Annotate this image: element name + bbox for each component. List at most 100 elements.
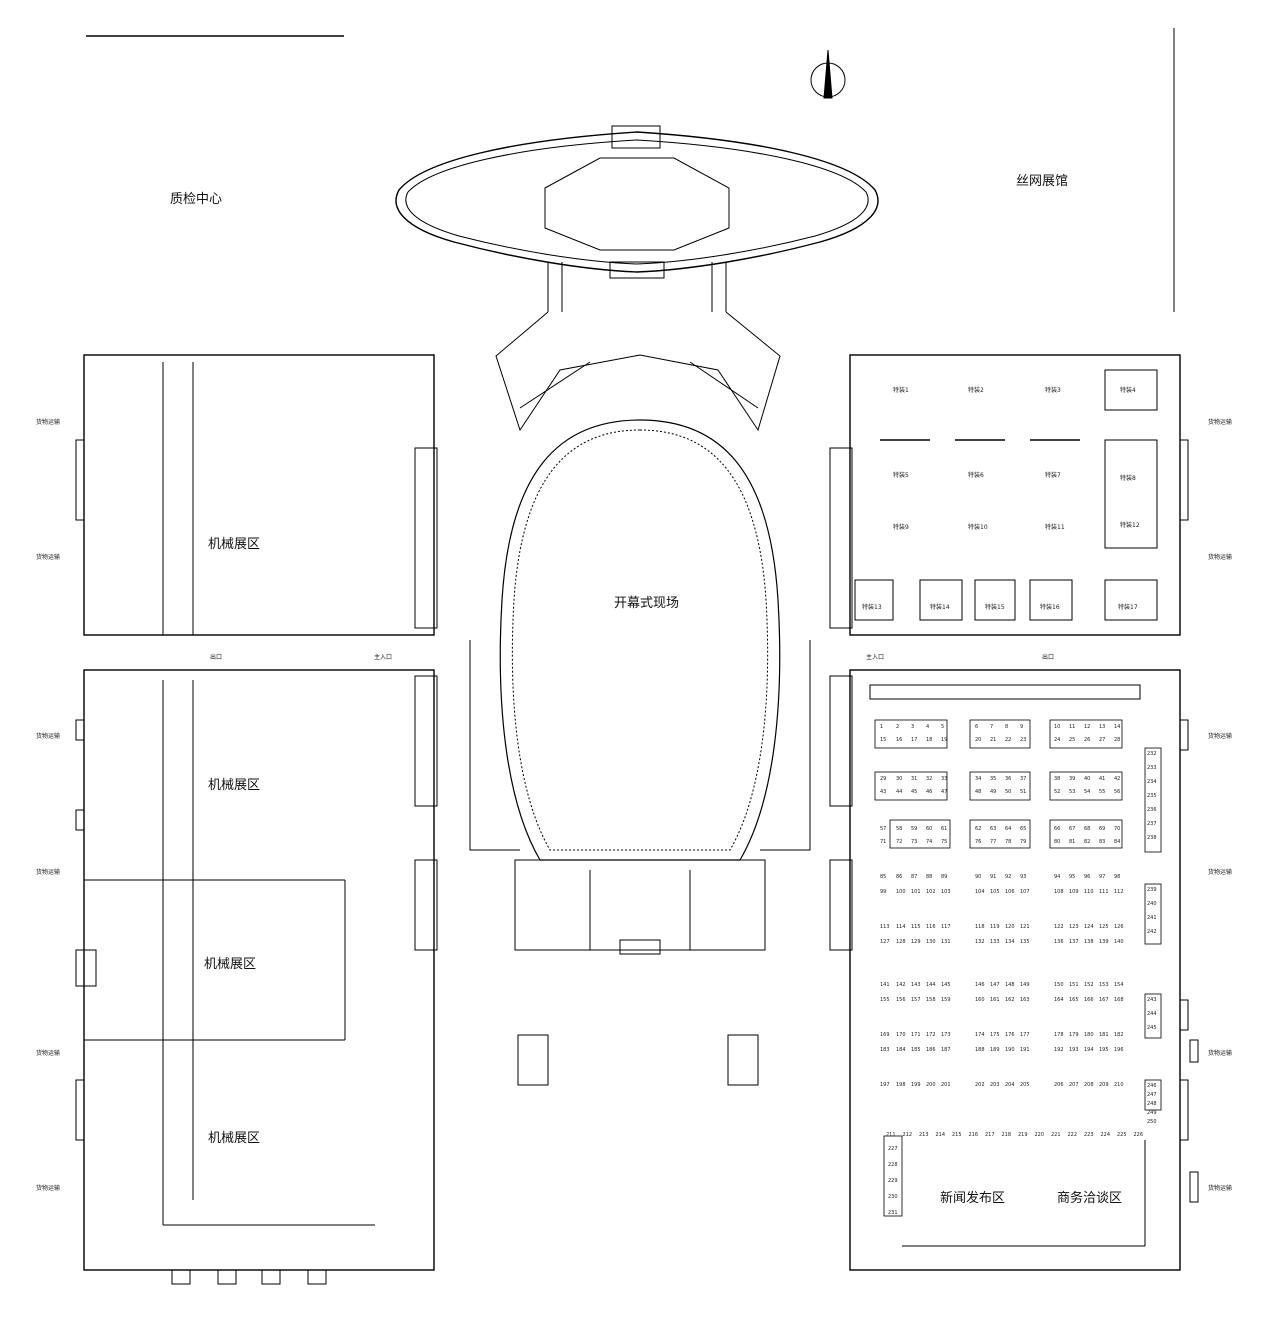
- booth-233: 233: [1147, 765, 1157, 771]
- booth-209: 209: [1099, 1082, 1109, 1088]
- booth-176: 176: [1005, 1032, 1015, 1038]
- booth-192: 192: [1054, 1047, 1064, 1053]
- booth-185: 185: [911, 1047, 921, 1053]
- booth-164: 164: [1054, 997, 1064, 1003]
- booth-182: 182: [1114, 1032, 1124, 1038]
- booth-230: 230: [888, 1194, 898, 1200]
- booth-73: 73: [911, 839, 918, 845]
- booth-221: 221: [1051, 1132, 1061, 1138]
- booth-138: 138: [1084, 939, 1094, 945]
- booth-79: 79: [1020, 839, 1027, 845]
- booth-72: 72: [896, 839, 903, 845]
- special-booth-4: 特装4: [1120, 387, 1136, 394]
- booth-18: 18: [926, 737, 933, 743]
- label-cargo-left-5: 货物运输: [36, 1050, 61, 1057]
- booth-47: 47: [941, 789, 948, 795]
- booth-44: 44: [896, 789, 903, 795]
- booth-24: 24: [1054, 737, 1061, 743]
- booth-15: 15: [880, 737, 887, 743]
- booth-113: 113: [880, 924, 890, 930]
- special-booth-17: 特装17: [1118, 604, 1138, 611]
- booth-198: 198: [896, 1082, 906, 1088]
- booth-121: 121: [1020, 924, 1030, 930]
- special-booth-3: 特装3: [1045, 387, 1061, 394]
- booth-137: 137: [1069, 939, 1079, 945]
- booth-142: 142: [896, 982, 906, 988]
- booth-223: 223: [1084, 1132, 1094, 1138]
- booth-6: 6: [975, 724, 979, 730]
- booth-114: 114: [896, 924, 906, 930]
- label-machinery-3: 机械展区: [204, 957, 257, 972]
- booth-131: 131: [941, 939, 951, 945]
- booth-123: 123: [1069, 924, 1079, 930]
- booth-41: 41: [1099, 776, 1106, 782]
- booth-39: 39: [1069, 776, 1076, 782]
- booth-155: 155: [880, 997, 890, 1003]
- booth-36: 36: [1005, 776, 1012, 782]
- label-press-area: 新闻发布区: [940, 1191, 1006, 1206]
- booth-220: 220: [1034, 1132, 1045, 1138]
- booth-128: 128: [896, 939, 906, 945]
- booth-222: 222: [1067, 1132, 1078, 1138]
- booth-213: 213: [919, 1132, 929, 1138]
- booth-83: 83: [1099, 839, 1106, 845]
- booth-217: 217: [985, 1132, 995, 1138]
- booth-141: 141: [880, 982, 890, 988]
- booth-76: 76: [975, 839, 982, 845]
- booth-64: 64: [1005, 826, 1012, 832]
- special-booth-7: 特装7: [1045, 472, 1061, 479]
- booth-14: 14: [1114, 724, 1121, 730]
- booth-25: 25: [1069, 737, 1076, 743]
- booth-134: 134: [1005, 939, 1015, 945]
- booth-243: 243: [1147, 997, 1157, 1003]
- booth-118: 118: [975, 924, 985, 930]
- booth-30: 30: [896, 776, 903, 782]
- booth-194: 194: [1084, 1047, 1094, 1053]
- booth-52: 52: [1054, 789, 1061, 795]
- booth-144: 144: [926, 982, 936, 988]
- booth-101: 101: [911, 889, 921, 895]
- special-booth-14: 特装14: [930, 604, 950, 611]
- booth-7: 7: [990, 724, 994, 730]
- booth-163: 163: [1020, 997, 1030, 1003]
- booth-178: 178: [1054, 1032, 1064, 1038]
- booth-75: 75: [941, 839, 948, 845]
- booth-59: 59: [911, 826, 918, 832]
- booth-92: 92: [1005, 874, 1012, 880]
- special-booth-9: 特装9: [893, 524, 909, 531]
- booth-133: 133: [990, 939, 1000, 945]
- booth-80: 80: [1054, 839, 1061, 845]
- label-entry-left: 主入口: [374, 654, 393, 661]
- booth-122: 122: [1054, 924, 1064, 930]
- booth-38: 38: [1054, 776, 1061, 782]
- booth-167: 167: [1099, 997, 1109, 1003]
- booth-240: 240: [1147, 901, 1157, 907]
- booth-68: 68: [1084, 826, 1091, 832]
- booth-19: 19: [941, 737, 948, 743]
- booth-234: 234: [1147, 779, 1157, 785]
- booth-107: 107: [1020, 889, 1030, 895]
- booth-247: 247: [1147, 1092, 1157, 1098]
- booth-171: 171: [911, 1032, 921, 1038]
- booth-196: 196: [1114, 1047, 1124, 1053]
- label-quality-center: 质检中心: [170, 192, 223, 207]
- booth-84: 84: [1114, 839, 1121, 845]
- booth-20: 20: [975, 737, 982, 743]
- booth-71: 71: [880, 839, 887, 845]
- label-exit-left: 出口: [210, 654, 223, 661]
- booth-157: 157: [911, 997, 921, 1003]
- booth-239: 239: [1147, 887, 1157, 893]
- booth-224: 224: [1100, 1132, 1111, 1138]
- booth-205: 205: [1020, 1082, 1030, 1088]
- booth-32: 32: [926, 776, 933, 782]
- booth-3: 3: [911, 724, 915, 730]
- special-booth-15: 特装15: [985, 604, 1005, 611]
- booth-93: 93: [1020, 874, 1027, 880]
- label-cargo-right-1: 货物运输: [1208, 419, 1233, 426]
- booth-108: 108: [1054, 889, 1064, 895]
- booth-250: 250: [1147, 1119, 1157, 1125]
- booth-110: 110: [1084, 889, 1094, 895]
- special-booth-2: 特装2: [968, 387, 984, 394]
- booth-193: 193: [1069, 1047, 1079, 1053]
- booth-62: 62: [975, 826, 982, 832]
